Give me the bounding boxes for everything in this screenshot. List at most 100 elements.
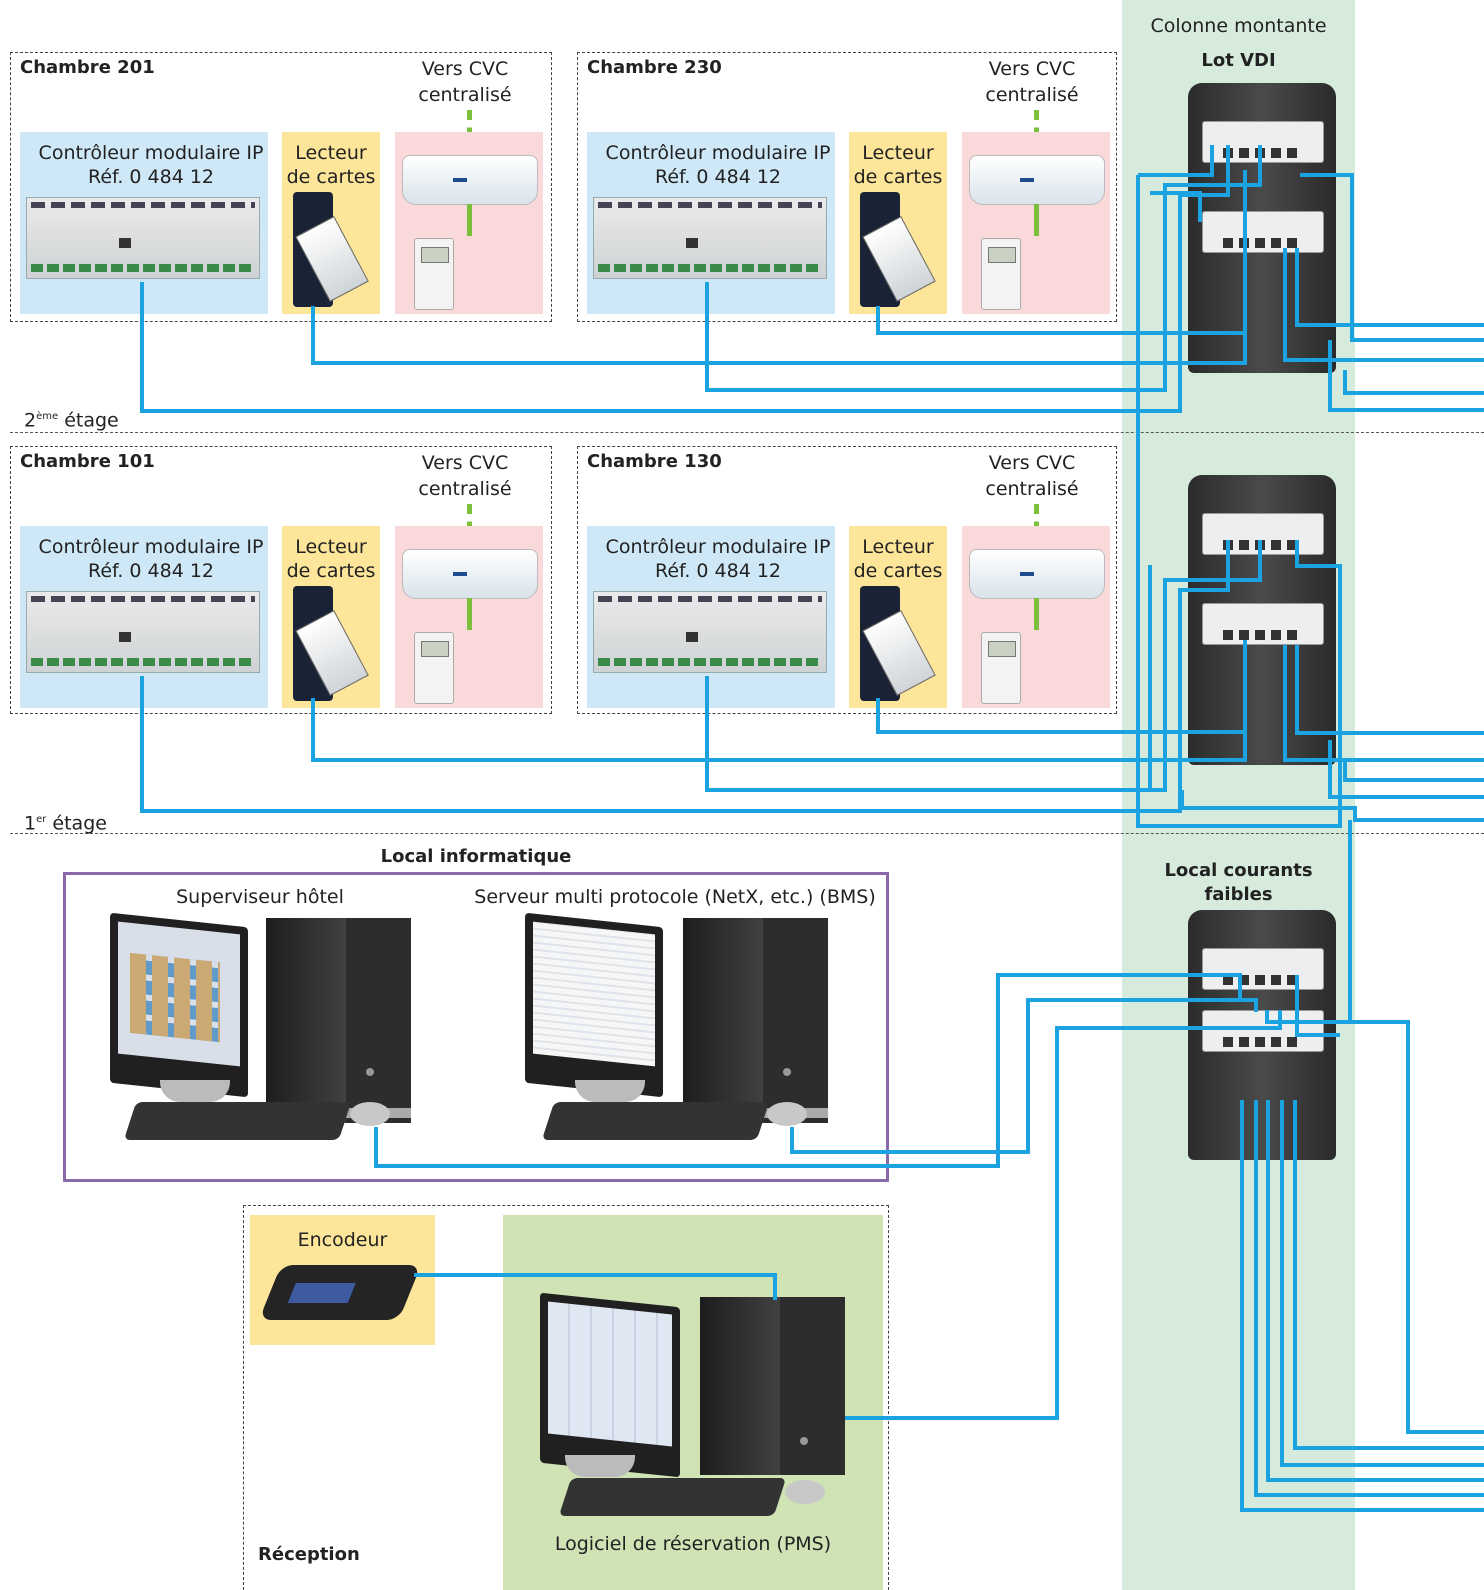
- hvac-wire: [467, 204, 472, 236]
- floor2-label: 2ème étage: [24, 409, 119, 432]
- server-monitor-stand: [575, 1080, 645, 1102]
- server-label: Serveur multi protocole (NetX, etc.) (BM…: [474, 886, 876, 908]
- controller-label-2: Réf. 0 484 12: [87, 166, 215, 188]
- floor-separator-2: [10, 432, 1484, 433]
- cvc-label-2: centralisé: [418, 84, 512, 106]
- ip-controller-device: [26, 197, 260, 279]
- room-name: Chambre 230: [587, 57, 722, 78]
- cvc-label-2: centralisé: [418, 478, 512, 500]
- riser-1-out-4: [1343, 760, 1484, 782]
- it-room-title: Local informatique: [380, 846, 572, 867]
- room-box-130: [577, 446, 1117, 714]
- cable-server: [790, 998, 1258, 1154]
- cable-230-reader: [876, 250, 1247, 335]
- reader-label-1: Lecteur: [862, 536, 934, 558]
- cable-101-ctrl: [140, 540, 1230, 813]
- room-name: Chambre 130: [587, 451, 722, 472]
- air-conditioner-unit: [969, 549, 1105, 599]
- ip-controller-device: [26, 591, 260, 673]
- cvc-label-1: Vers CVC: [988, 452, 1076, 474]
- pms-tower: [700, 1297, 845, 1475]
- air-conditioner-unit: [402, 549, 538, 599]
- riser-1-out-3: [1328, 740, 1484, 799]
- hvac-wire: [1034, 598, 1039, 630]
- cvc-label-1: Vers CVC: [421, 58, 509, 80]
- riser-1-out-2: [1283, 645, 1484, 762]
- reader-label-2: de cartes: [853, 560, 943, 582]
- cvc-label-2: centralisé: [985, 84, 1079, 106]
- reception-box: [243, 1205, 889, 1590]
- riser-2-out-2: [1295, 248, 1484, 327]
- reception-title: Réception: [258, 1544, 360, 1565]
- supervisor-monitor-stand: [160, 1080, 230, 1102]
- cable-130-ctrl: [705, 540, 1262, 792]
- cvc-label-2: centralisé: [985, 478, 1079, 500]
- low-current-out-3: [1280, 1100, 1484, 1467]
- room-box-201: [10, 52, 552, 322]
- patch-switch: [1202, 513, 1324, 555]
- supervisor-label: Superviseur hôtel: [176, 886, 344, 908]
- controller-label-1: Contrôleur modulaire IP: [38, 142, 264, 164]
- riser-2-out-4: [1328, 340, 1484, 412]
- controller-label-1: Contrôleur modulaire IP: [605, 536, 831, 558]
- pms-mouse: [785, 1480, 825, 1504]
- riser-title: Colonne montante: [1150, 15, 1327, 37]
- supervisor-tower: [266, 918, 411, 1123]
- riser-1-uplink-a: [1136, 175, 1342, 828]
- patch-switch: [1202, 211, 1324, 253]
- reader-label-1: Lecteur: [295, 142, 367, 164]
- floor-separator-1: [10, 833, 1484, 834]
- reader-label-2: de cartes: [286, 560, 376, 582]
- room-name: Chambre 101: [20, 451, 155, 472]
- room-name: Chambre 201: [20, 57, 155, 78]
- pms-monitor-stand: [565, 1455, 635, 1477]
- low-current-out-2: [1293, 1100, 1484, 1450]
- cable-encoder: [414, 1273, 777, 1300]
- cable-201-ctrl: [140, 145, 1230, 413]
- patch-switch: [1202, 948, 1324, 990]
- vdi-label: Lot VDI: [1201, 50, 1276, 71]
- cable-230-ctrl: [705, 145, 1262, 392]
- hvac-wire: [1034, 204, 1039, 236]
- thermostat-device: [414, 238, 454, 310]
- controller-label-1: Contrôleur modulaire IP: [605, 142, 831, 164]
- riser-1-out-1: [1295, 645, 1484, 735]
- controller-label-1: Contrôleur modulaire IP: [38, 536, 264, 558]
- low-current-out-1: [1270, 1020, 1484, 1434]
- riser-2-out-3: [1283, 248, 1484, 362]
- riser-2-out-1: [1300, 173, 1484, 342]
- low-current-out-4: [1266, 1100, 1484, 1482]
- riser-2-uplink-b: [1150, 191, 1202, 222]
- room-box-230: [577, 52, 1117, 322]
- cvc-label-1: Vers CVC: [421, 452, 509, 474]
- pms-label: Logiciel de réservation (PMS): [554, 1533, 832, 1555]
- riser-2-uplink-a: [1138, 145, 1214, 177]
- controller-label-2: Réf. 0 484 12: [87, 560, 215, 582]
- encoder-label: Encodeur: [297, 1229, 388, 1251]
- it-room-box: [63, 872, 889, 1182]
- reader-label-2: de cartes: [853, 166, 943, 188]
- reader-label-1: Lecteur: [295, 536, 367, 558]
- cable-101-reader: [311, 640, 1247, 762]
- floor1-label: 1er étage: [24, 812, 107, 835]
- server-mouse: [767, 1102, 807, 1126]
- ip-controller-device: [593, 197, 827, 279]
- patch-switch: [1202, 603, 1324, 645]
- thermostat-device: [981, 238, 1021, 310]
- low-current-out-6: [1240, 1100, 1484, 1512]
- hvac-wire: [467, 598, 472, 630]
- controller-label-2: Réf. 0 484 12: [654, 166, 782, 188]
- patch-switch: [1202, 121, 1324, 163]
- cable-pms: [845, 1010, 1282, 1420]
- ip-controller-device: [593, 591, 827, 673]
- reader-label-2: de cartes: [286, 166, 376, 188]
- low-current-out-5: [1254, 1100, 1484, 1497]
- riser-2-out-5: [1343, 370, 1484, 395]
- cable-supervisor: [374, 973, 1242, 1168]
- low-current-label-1: Local courants: [1164, 860, 1313, 881]
- thermostat-device: [981, 632, 1021, 704]
- cvc-label-1: Vers CVC: [988, 58, 1076, 80]
- thermostat-device: [414, 632, 454, 704]
- reader-label-1: Lecteur: [862, 142, 934, 164]
